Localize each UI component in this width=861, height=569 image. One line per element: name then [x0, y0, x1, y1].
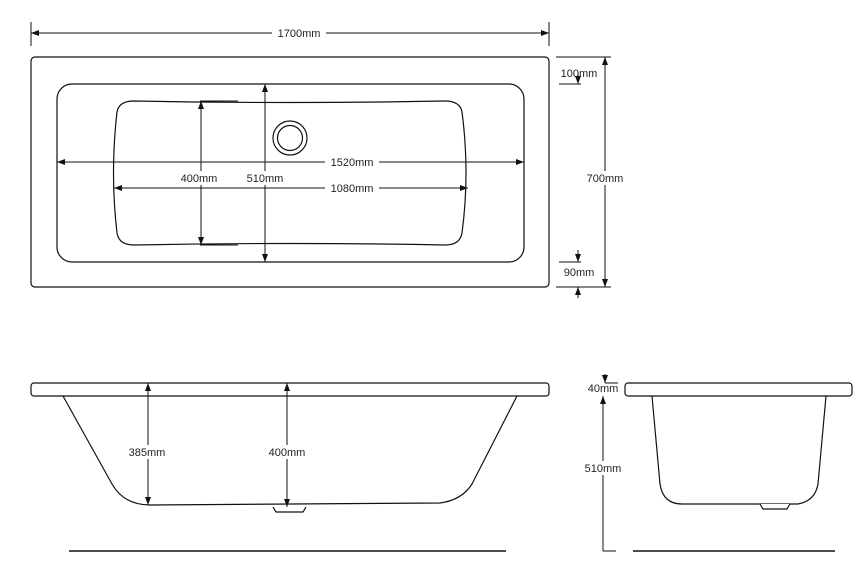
inner-length-label: 1520mm [331, 157, 374, 169]
rim-thickness-label: 40mm [588, 383, 619, 395]
basin-width-label: 400mm [181, 173, 218, 185]
end-rim [624, 382, 853, 397]
basin-length-label: 1080mm [331, 183, 374, 195]
dimension-overall-width: 700mm [556, 56, 628, 288]
dimension-inner-width: 510mm [242, 84, 288, 262]
side-drain [272, 506, 307, 513]
dimension-body-height: 510mm [580, 396, 626, 552]
side-rim [30, 382, 550, 397]
plan-view: 1700mm 1520mm 1080mm 400mm 510mm [30, 22, 628, 298]
top-rim-label: 100mm [561, 68, 598, 80]
dimension-inner-length: 1520mm [57, 155, 524, 169]
dimension-bottom-rim: 90mm [559, 250, 594, 298]
dimension-basin-width: 400mm [177, 100, 238, 246]
dimension-basin-length: 1080mm [114, 181, 468, 195]
inner-width-label: 510mm [247, 173, 284, 185]
side-view: 385mm 400mm [30, 382, 550, 552]
end-drain [759, 503, 791, 510]
bottom-rim-label: 90mm [564, 267, 595, 279]
overall-length-label: 1700mm [278, 28, 321, 40]
drain-inner-icon [276, 124, 304, 152]
dimension-rim-thickness: 40mm [588, 374, 619, 395]
depth-center-label: 400mm [269, 447, 306, 459]
end-view: 40mm 510mm [580, 374, 853, 552]
dimension-top-rim: 100mm [559, 68, 598, 85]
end-body-outline [651, 395, 827, 505]
depth-end-label: 385mm [129, 447, 166, 459]
dimension-depth-center: 400mm [265, 382, 309, 507]
overall-width-label: 700mm [587, 173, 624, 185]
body-height-label: 510mm [585, 463, 622, 475]
dimension-depth-end: 385mm [126, 382, 170, 505]
dimension-overall-length: 1700mm [30, 22, 550, 46]
